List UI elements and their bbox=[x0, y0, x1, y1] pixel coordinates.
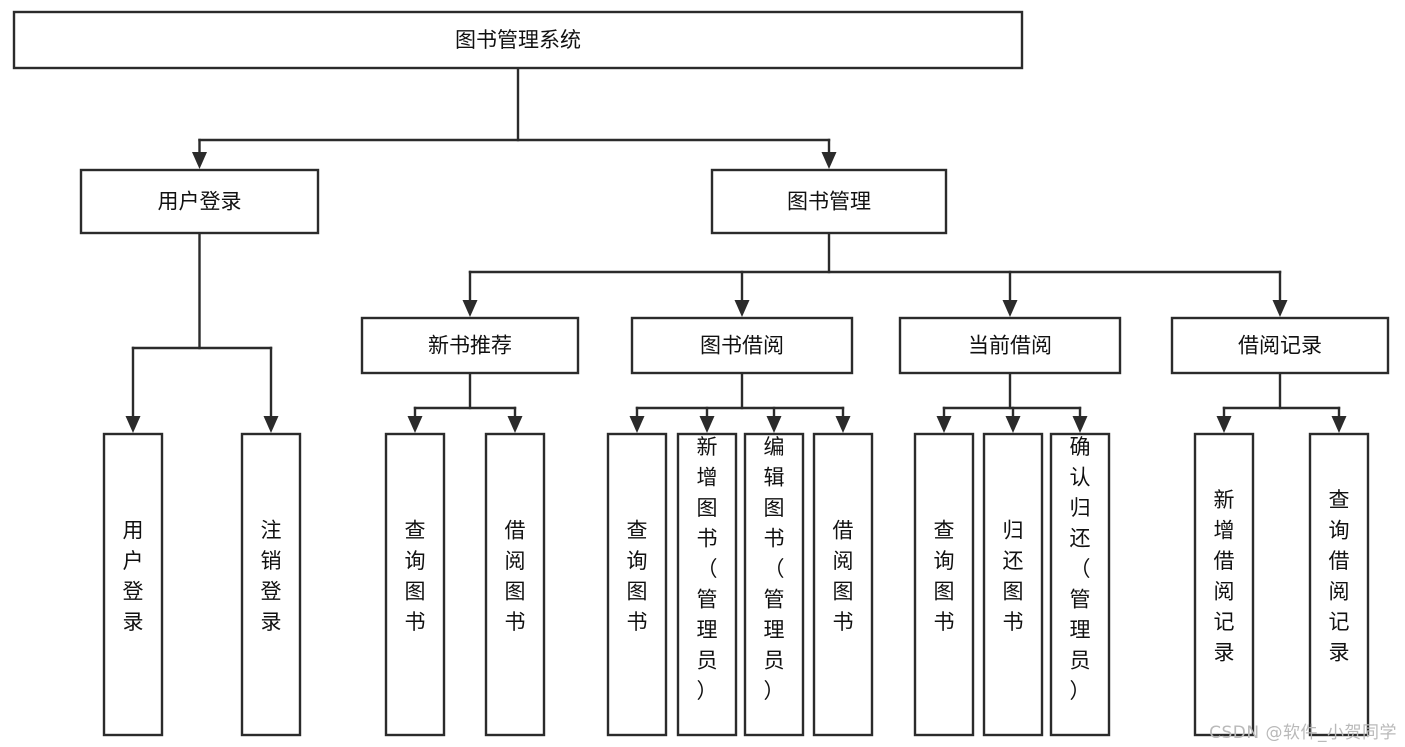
leaf-node-4[interactable]: 查询图书 bbox=[606, 432, 668, 737]
leaf-node-0-box bbox=[102, 432, 164, 737]
level3-node-2-box bbox=[898, 316, 1122, 375]
leaf-node-4-box bbox=[606, 432, 668, 737]
level2-node-0[interactable]: 用户登录 bbox=[79, 168, 320, 235]
leaf-node-2-box bbox=[384, 432, 446, 737]
parent-3-to-leaves-arrow-2 bbox=[1072, 416, 1088, 433]
leaf-node-9-label: 归还图书 bbox=[1003, 519, 1024, 635]
leaf-node-0-label: 用户登录 bbox=[123, 519, 144, 635]
leaf-node-2-label: 查询图书 bbox=[405, 519, 426, 635]
leaf-node-10-label: 确认归还（管理员） bbox=[1070, 435, 1091, 703]
leaf-node-7[interactable]: 借阅图书 bbox=[812, 432, 874, 737]
level3-node-1[interactable]: 图书借阅 bbox=[630, 316, 854, 375]
bookmgmt-to-level3-arrow-2 bbox=[1002, 300, 1018, 317]
leaf-node-3-box bbox=[484, 432, 546, 737]
root-to-level2-arrow-1 bbox=[821, 152, 837, 169]
parent-2-to-leaves-arrow-3 bbox=[835, 416, 851, 433]
root-node[interactable]: 图书管理系统 bbox=[12, 10, 1024, 70]
leaf-node-3-label: 借阅图书 bbox=[505, 519, 526, 635]
root-to-level2-arrow-0 bbox=[192, 152, 207, 169]
leaf-node-1-box bbox=[240, 432, 302, 737]
leaf-node-5[interactable]: 新增图书（管理员） bbox=[676, 432, 738, 737]
root-node-box bbox=[12, 10, 1024, 70]
parent-4-to-leaves-arrow-1 bbox=[1331, 416, 1347, 433]
parent-1-to-leaves-arrow-0 bbox=[407, 416, 423, 433]
leaf-node-10-box bbox=[1049, 432, 1111, 737]
leaf-node-11-box bbox=[1193, 432, 1255, 737]
bookmgmt-to-level3-arrow-3 bbox=[1272, 300, 1288, 317]
bookmgmt-to-level3-arrow-1 bbox=[734, 300, 750, 317]
level3-node-2-label: 当前借阅 bbox=[968, 334, 1052, 358]
leaf-node-12[interactable]: 查询借阅记录 bbox=[1308, 432, 1370, 737]
leaf-node-7-label: 借阅图书 bbox=[833, 519, 854, 635]
leaf-node-1-label: 注销登录 bbox=[261, 519, 282, 635]
level2-node-1-label: 图书管理 bbox=[787, 190, 871, 214]
leaf-node-11-label: 新增借阅记录 bbox=[1214, 488, 1235, 665]
connector-lines-group bbox=[125, 66, 1347, 433]
leaf-node-9[interactable]: 归还图书 bbox=[982, 432, 1044, 737]
root-node-label: 图书管理系统 bbox=[455, 28, 581, 52]
leaf-node-1[interactable]: 注销登录 bbox=[240, 432, 302, 737]
leaf-node-6[interactable]: 编辑图书（管理员） bbox=[743, 432, 805, 737]
leaf-node-8-box bbox=[913, 432, 975, 737]
parent-1-to-leaves-arrow-1 bbox=[507, 416, 523, 433]
level3-node-0-label: 新书推荐 bbox=[428, 334, 512, 358]
bookmgmt-to-level3-arrow-0 bbox=[462, 300, 478, 317]
level3-node-0[interactable]: 新书推荐 bbox=[360, 316, 580, 375]
level2-node-1-box bbox=[710, 168, 948, 235]
level3-node-0-box bbox=[360, 316, 580, 375]
parent-4-to-leaves-arrow-0 bbox=[1216, 416, 1232, 433]
leaf-node-0[interactable]: 用户登录 bbox=[102, 432, 164, 737]
level3-node-3-box bbox=[1170, 316, 1390, 375]
leaf-node-11[interactable]: 新增借阅记录 bbox=[1193, 432, 1255, 737]
parent-2-to-leaves-arrow-2 bbox=[766, 416, 782, 433]
leaf-node-6-label: 编辑图书（管理员） bbox=[764, 435, 785, 703]
leaf-node-12-box bbox=[1308, 432, 1370, 737]
level3-node-1-box bbox=[630, 316, 854, 375]
leaf-node-5-label: 新增图书（管理员） bbox=[697, 435, 718, 703]
leaf-node-9-box bbox=[982, 432, 1044, 737]
level2-node-0-label: 用户登录 bbox=[158, 190, 242, 214]
parent-3-to-leaves-arrow-1 bbox=[1005, 416, 1021, 433]
level3-node-2[interactable]: 当前借阅 bbox=[898, 316, 1122, 375]
parent-0-to-leaves-arrow-1 bbox=[263, 416, 279, 433]
leaf-node-5-box bbox=[676, 432, 738, 737]
node-boxes-group: 图书管理系统用户登录图书管理新书推荐图书借阅当前借阅借阅记录用户登录注销登录查询… bbox=[12, 10, 1390, 737]
leaf-node-12-label: 查询借阅记录 bbox=[1329, 488, 1350, 665]
parent-3-to-leaves-arrow-0 bbox=[936, 416, 952, 433]
leaf-node-6-box bbox=[743, 432, 805, 737]
parent-0-to-leaves-arrow-0 bbox=[125, 416, 141, 433]
csdn-watermark: CSDN @软件_小贺同学 bbox=[1209, 723, 1397, 743]
leaf-node-7-box bbox=[812, 432, 874, 737]
leaf-node-8[interactable]: 查询图书 bbox=[913, 432, 975, 737]
leaf-node-8-label: 查询图书 bbox=[934, 519, 955, 635]
parent-2-to-leaves-arrow-0 bbox=[629, 416, 645, 433]
leaf-node-3[interactable]: 借阅图书 bbox=[484, 432, 546, 737]
level2-node-1[interactable]: 图书管理 bbox=[710, 168, 948, 235]
leaf-node-2[interactable]: 查询图书 bbox=[384, 432, 446, 737]
leaf-node-4-label: 查询图书 bbox=[627, 519, 648, 635]
level2-node-0-box bbox=[79, 168, 320, 235]
leaf-node-10[interactable]: 确认归还（管理员） bbox=[1049, 432, 1111, 737]
level3-node-3-label: 借阅记录 bbox=[1238, 334, 1322, 358]
level3-node-3[interactable]: 借阅记录 bbox=[1170, 316, 1390, 375]
parent-2-to-leaves-arrow-1 bbox=[699, 416, 715, 433]
level3-node-1-label: 图书借阅 bbox=[700, 334, 784, 358]
